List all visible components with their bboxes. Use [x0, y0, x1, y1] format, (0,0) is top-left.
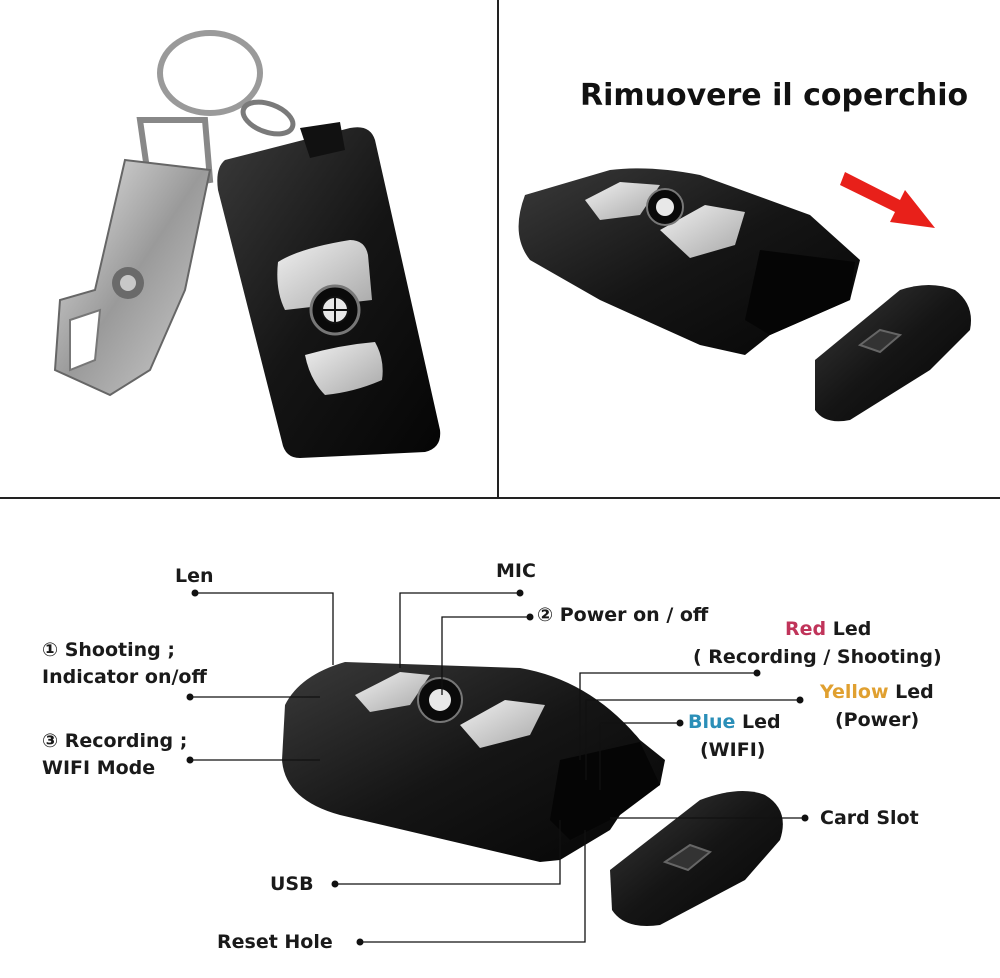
shooting-text: Shooting ;	[64, 639, 175, 661]
len-label: Len	[175, 565, 214, 587]
indicator-label: Indicator on/off	[42, 666, 207, 688]
red-led-description: ( Recording / Shooting)	[693, 646, 942, 668]
blue-led-word: Blue	[688, 711, 736, 733]
cover-piece-illustration	[815, 285, 971, 422]
recording-number: ③	[42, 730, 59, 752]
yellow-led-label: Yellow Led	[820, 679, 934, 706]
red-led-rest: Led	[826, 618, 872, 640]
wifi-mode-label: WIFI Mode	[42, 757, 156, 779]
vertical-divider	[497, 0, 499, 498]
open-fob-illustration	[518, 168, 860, 355]
power-label: ② Power on / off	[537, 602, 708, 629]
horizontal-divider	[0, 497, 1000, 499]
red-led-word: Red	[785, 618, 827, 640]
recording-text: Recording ;	[64, 730, 188, 752]
shooting-number: ①	[42, 639, 59, 661]
keyring-illustration	[53, 30, 296, 397]
callout-lines	[190, 592, 805, 943]
key-fob-illustration	[217, 122, 441, 458]
power-number: ②	[537, 604, 554, 626]
usb-label: USB	[270, 873, 314, 895]
remove-cover-title: Rimuovere il coperchio	[580, 78, 969, 113]
blue-led-rest: Led	[735, 711, 781, 733]
callout-dots	[186, 589, 809, 946]
blue-led-label: Blue Led	[688, 709, 781, 736]
shooting-label: ① Shooting ;	[42, 637, 175, 664]
diagram-cover-illustration	[610, 791, 783, 926]
red-led-label: Red Led	[785, 616, 871, 643]
mic-label: MIC	[496, 560, 536, 582]
yellow-led-rest: Led	[888, 681, 934, 703]
yellow-led-description: (Power)	[835, 709, 920, 731]
yellow-led-word: Yellow	[820, 681, 889, 703]
reset-hole-label: Reset Hole	[217, 931, 333, 953]
red-arrow	[840, 172, 935, 228]
diagram-fob-illustration	[282, 662, 665, 862]
recording-label: ③ Recording ;	[42, 728, 187, 755]
blue-led-description: (WIFI)	[700, 739, 766, 761]
power-text: Power on / off	[559, 604, 709, 626]
card-slot-label: Card Slot	[820, 807, 919, 829]
